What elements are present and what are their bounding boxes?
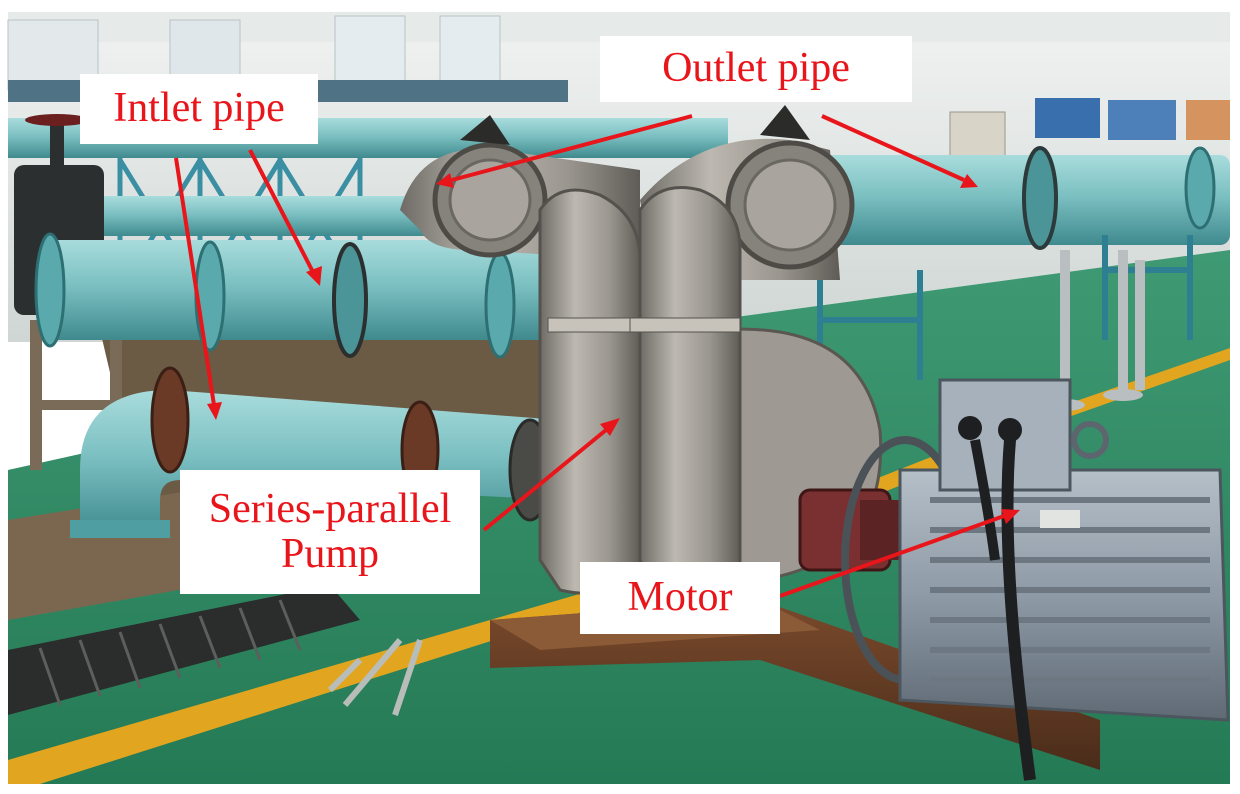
pump-label: Series-parallel Pump: [180, 470, 480, 594]
motor-label: Motor: [580, 562, 780, 634]
motor-label-text: Motor: [627, 574, 733, 621]
outlet-pipe: [820, 146, 1230, 250]
pump-label-line2: Pump: [280, 531, 380, 577]
inlet-pipe-label-text: Intlet pipe: [113, 85, 285, 132]
outlet-pipe-label: Outlet pipe: [600, 36, 912, 102]
outlet-pipe-label-text: Outlet pipe: [662, 45, 850, 92]
wrenches: [327, 638, 423, 716]
inlet-pipe-upper: [34, 232, 560, 359]
pump-columns: [538, 186, 742, 595]
pump-label-line1: Series-parallel: [208, 485, 452, 532]
motor-body: [898, 378, 1230, 781]
annotation-arrows: [174, 114, 1020, 598]
inlet-pipe-label: Intlet pipe: [80, 74, 318, 144]
